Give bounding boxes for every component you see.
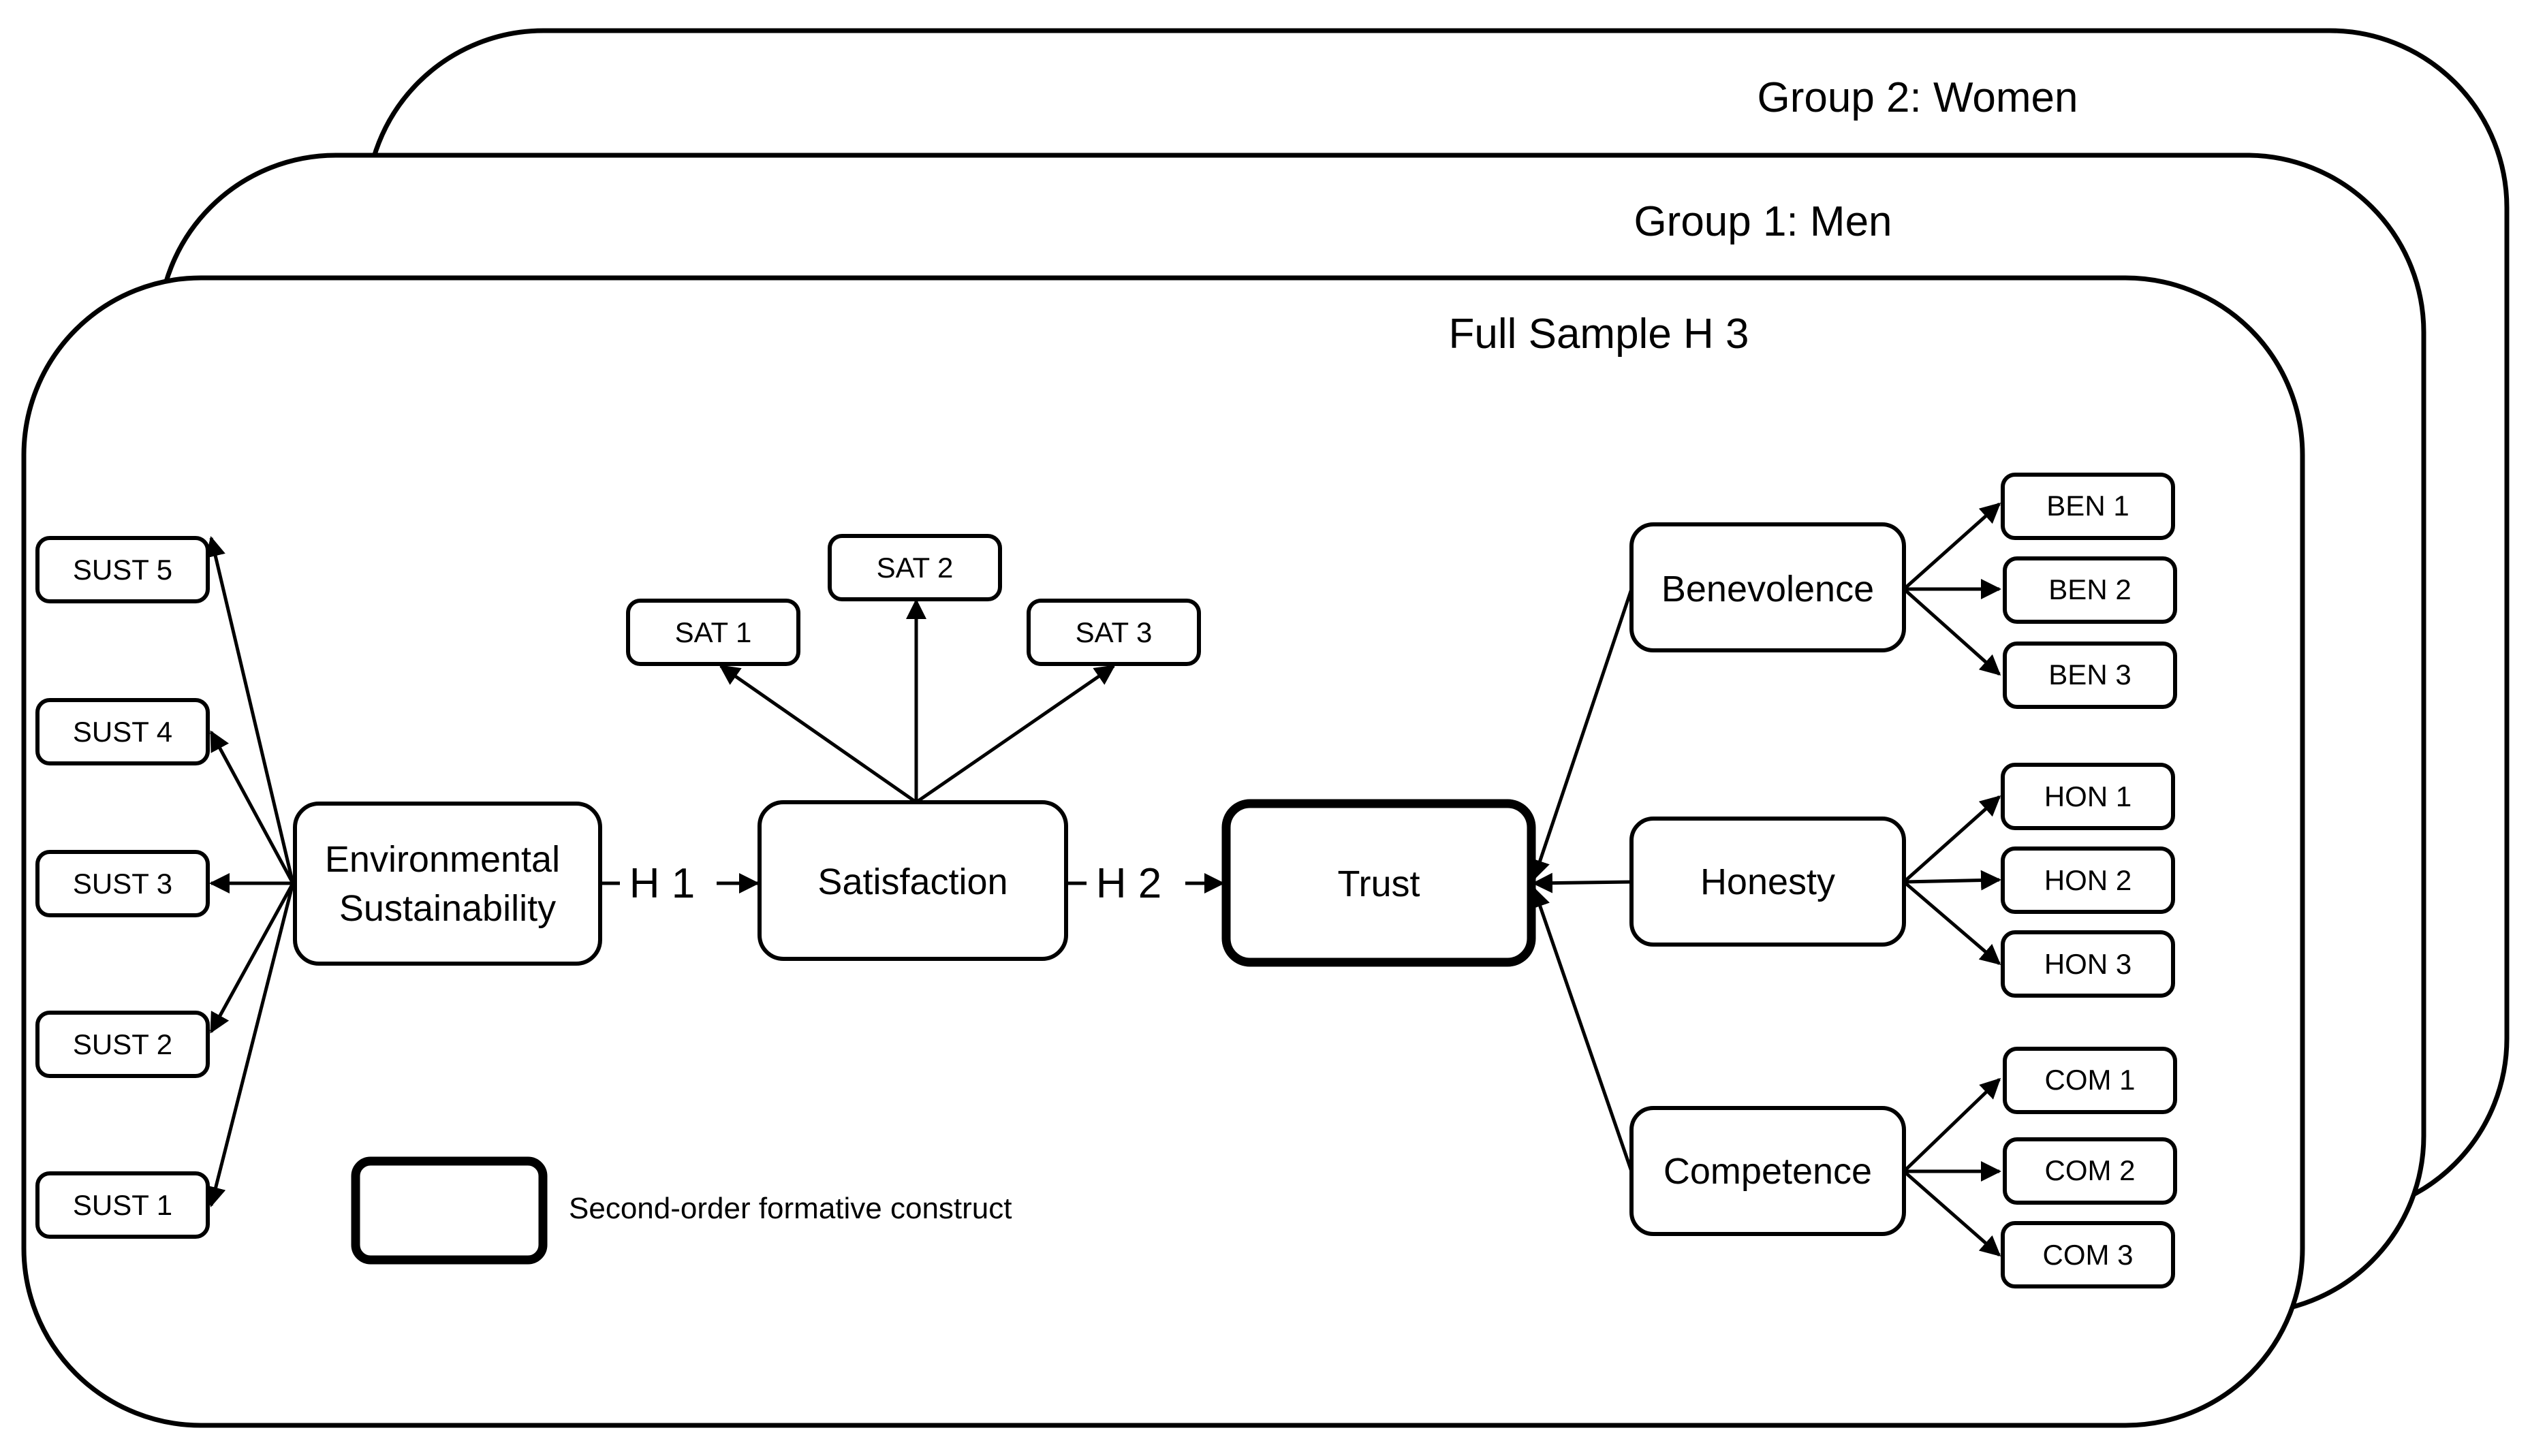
indicator-sust1-box: [35, 1171, 210, 1239]
hon-indicators: HON 1 HON 2 HON 3: [2001, 763, 2175, 998]
indicator-sat3-label: SAT 3: [1076, 616, 1153, 648]
indicator-com1-box: [2003, 1047, 2177, 1114]
indicator-com2-label: COM 2: [2044, 1154, 2135, 1186]
construct-competence-box: [1629, 1106, 1906, 1236]
construct-satisfaction-label: Satisfaction: [817, 861, 1008, 902]
indicator-sust4-label: SUST 4: [73, 716, 172, 748]
indicator-sat2-box: [828, 534, 1002, 601]
indicator-sust3-box: [35, 850, 210, 917]
indicator-ben2-box: [2003, 556, 2177, 624]
indicator-sat1-box: [626, 599, 800, 666]
com-arrows: [1903, 1077, 2001, 1256]
h1-label: H 1: [629, 860, 695, 907]
construct-honesty-label: Honesty: [1700, 861, 1835, 902]
indicator-sust2-box: [35, 1011, 210, 1078]
hon-arrows: [1903, 795, 2001, 965]
h2-label: H 2: [1096, 860, 1161, 907]
indicator-sust1-label: SUST 1: [73, 1189, 172, 1221]
indicator-com3-box: [2001, 1221, 2175, 1288]
indicator-sat3-box: [1027, 599, 1201, 666]
sat-arrows: [719, 599, 1116, 804]
sat-indicators: SAT 1 SAT 2 SAT 3: [626, 534, 1201, 666]
construct-satisfaction-box: [758, 800, 1068, 961]
indicator-hon1-label: HON 1: [2044, 780, 2131, 812]
indicator-com1-label: COM 1: [2044, 1064, 2135, 1096]
full-sample-title: Full Sample H 3: [1448, 311, 1749, 358]
indicator-sust5-label: SUST 5: [73, 554, 172, 586]
indicator-sat2-label: SAT 2: [877, 552, 954, 584]
indicator-hon3-box: [2001, 930, 2175, 998]
indicator-hon1-box: [2001, 763, 2175, 830]
ben-indicators: BEN 1 BEN 2 BEN 3: [2001, 473, 2177, 709]
construct-environmental-sustainability-box: [293, 802, 602, 966]
group1-title: Group 1: Men: [1634, 198, 1892, 245]
com-indicators: COM 1 COM 2 COM 3: [2001, 1047, 2177, 1288]
construct-trust-label: Trust: [1338, 864, 1420, 904]
indicator-hon2-label: HON 2: [2044, 864, 2131, 896]
indicator-ben2-label: BEN 2: [2048, 573, 2131, 605]
construct-competence-label: Competence: [1664, 1151, 1872, 1192]
indicator-sust5-box: [35, 536, 210, 603]
group2-title: Group 2: Women: [1758, 74, 2078, 121]
construct-environmental-sustainability-label: Environmental Sustainability: [325, 839, 570, 929]
indicator-sat1-label: SAT 1: [675, 616, 752, 648]
indicator-sust3-label: SUST 3: [73, 868, 172, 900]
indicator-hon2-box: [2001, 846, 2175, 914]
indicator-sust4-box: [35, 698, 210, 765]
construct-honesty-box: [1629, 817, 1906, 947]
construct-environmental-label-line1: Environmental: [325, 839, 560, 880]
ben-arrows: [1903, 503, 2001, 676]
indicator-ben3-label: BEN 3: [2048, 659, 2131, 691]
sust-arrows: [205, 536, 295, 1207]
construct-environmental-label-line2: Sustainability: [339, 888, 556, 929]
legend-second-order-swatch: [351, 1156, 548, 1265]
construct-benevolence-label: Benevolence: [1661, 569, 1874, 610]
indicator-ben3-box: [2003, 642, 2177, 709]
indicator-sust2-label: SUST 2: [73, 1028, 172, 1060]
indicator-ben1-box: [2001, 473, 2175, 540]
construct-trust-box: [1221, 799, 1536, 967]
indicator-com2-box: [2003, 1137, 2177, 1205]
indicator-hon3-label: HON 3: [2044, 948, 2131, 980]
legend-second-order-label: Second-order formative construct: [569, 1192, 1012, 1225]
indicator-ben1-label: BEN 1: [2046, 490, 2129, 522]
sust-indicators: SUST 5 SUST 4 SUST 3 SUST 2 SUST 1: [35, 536, 210, 1239]
construct-benevolence-box: [1629, 522, 1906, 652]
indicator-com3-label: COM 3: [2042, 1239, 2133, 1271]
trust-dimension-arrows: [1530, 588, 1634, 1172]
